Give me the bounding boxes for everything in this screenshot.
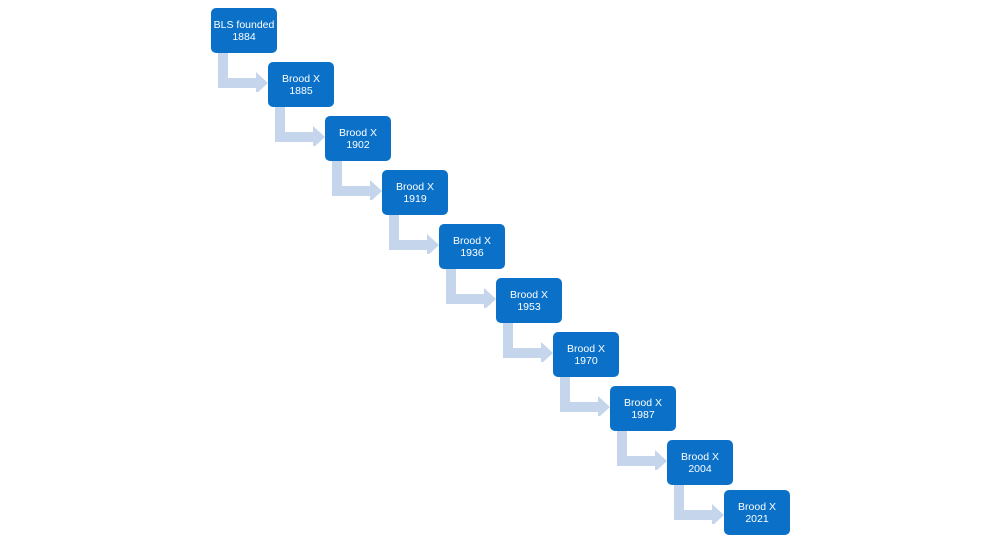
step-box-1884: BLS founded 1884: [211, 8, 277, 53]
step-label: Brood X: [396, 180, 434, 193]
step-label: Brood X: [681, 450, 719, 463]
step-year: 1936: [460, 246, 484, 259]
bent-arrow-icon: [275, 106, 325, 146]
step-box-1987: Brood X 1987: [610, 386, 676, 431]
bent-arrow-icon: [389, 214, 439, 254]
step-label: Brood X: [453, 234, 491, 247]
step-year: 2004: [688, 462, 712, 475]
step-year: 2021: [745, 512, 769, 525]
step-year: 1902: [346, 138, 370, 151]
step-label: Brood X: [339, 126, 377, 139]
bent-arrow-icon: [332, 160, 382, 200]
step-box-1885: Brood X 1885: [268, 62, 334, 107]
step-year: 1953: [517, 300, 541, 313]
step-label: Brood X: [738, 500, 776, 513]
step-box-1902: Brood X 1902: [325, 116, 391, 161]
step-label: Brood X: [510, 288, 548, 301]
step-box-1919: Brood X 1919: [382, 170, 448, 215]
step-year: 1919: [403, 192, 427, 205]
step-box-1970: Brood X 1970: [553, 332, 619, 377]
step-year: 1885: [289, 84, 313, 97]
step-box-2021: Brood X 2021: [724, 490, 790, 535]
bent-arrow-icon: [218, 52, 268, 92]
bent-arrow-icon: [617, 430, 667, 470]
step-label: Brood X: [567, 342, 605, 355]
step-label: Brood X: [624, 396, 662, 409]
step-year: 1987: [631, 408, 655, 421]
step-year: 1884: [232, 30, 256, 43]
bent-arrow-icon: [446, 268, 496, 308]
bent-arrow-icon: [560, 376, 610, 416]
step-label: Brood X: [282, 72, 320, 85]
bent-arrow-icon: [674, 484, 724, 524]
step-box-1936: Brood X 1936: [439, 224, 505, 269]
step-box-1953: Brood X 1953: [496, 278, 562, 323]
step-label: BLS founded: [213, 18, 275, 31]
step-box-2004: Brood X 2004: [667, 440, 733, 485]
step-year: 1970: [574, 354, 598, 367]
bent-arrow-icon: [503, 322, 553, 362]
